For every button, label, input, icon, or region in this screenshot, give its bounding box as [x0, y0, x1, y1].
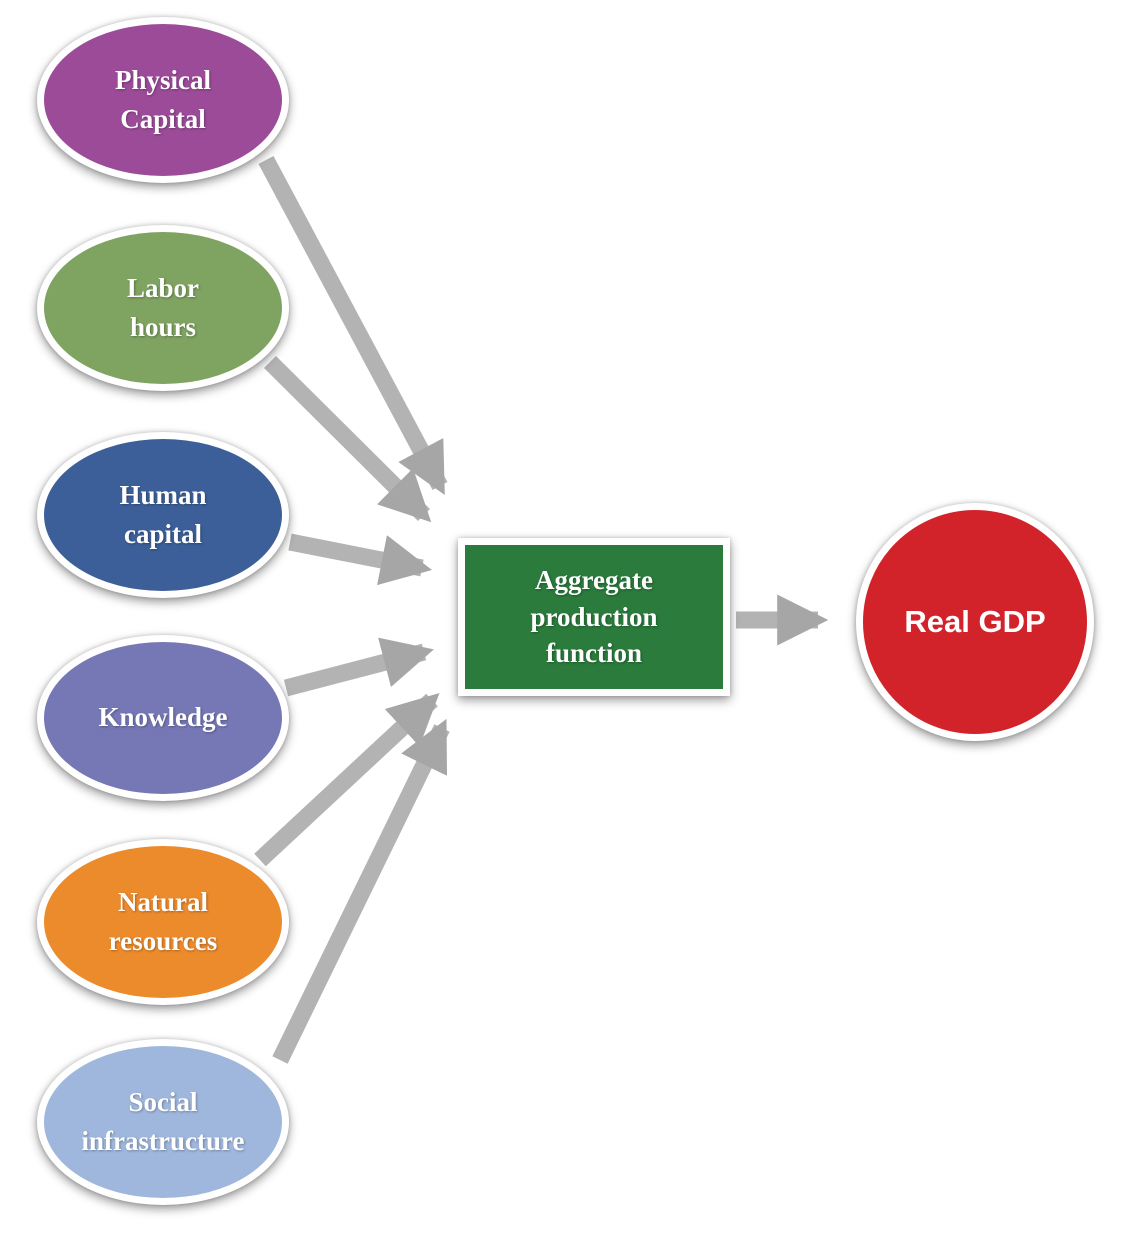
node-label: Labor hours — [126, 272, 199, 342]
node-label: Natural resources — [108, 886, 218, 956]
node-labor-hours: Labor hours — [37, 225, 289, 391]
node-label: Physical Capital — [114, 64, 211, 134]
node-human-capital: Human capital — [37, 432, 289, 598]
arrow-social-infrastructure-to-function — [272, 718, 450, 1064]
node-label: Knowledge — [98, 702, 228, 733]
arrow-physical-capital-to-function — [258, 155, 448, 495]
node-natural-resources: Natural resources — [37, 839, 289, 1005]
node-label: Aggregate production function — [530, 565, 658, 669]
node-knowledge: Knowledge — [37, 635, 289, 801]
node-label: Social infrastructure — [81, 1086, 245, 1156]
node-label: Human capital — [119, 479, 207, 549]
arrow-knowledge-to-function — [283, 637, 434, 697]
node-real-gdp: Real GDP — [856, 503, 1094, 741]
node-physical-capital: Physical Capital — [37, 17, 289, 183]
node-label: Real GDP — [904, 604, 1046, 639]
node-social-infrastructure: Social infrastructure — [37, 1039, 289, 1205]
node-aggregate-production-function: Aggregate production function — [458, 538, 730, 696]
arrow-human-capital-to-function — [288, 533, 433, 586]
arrow-labor-hours-to-function — [264, 355, 432, 523]
